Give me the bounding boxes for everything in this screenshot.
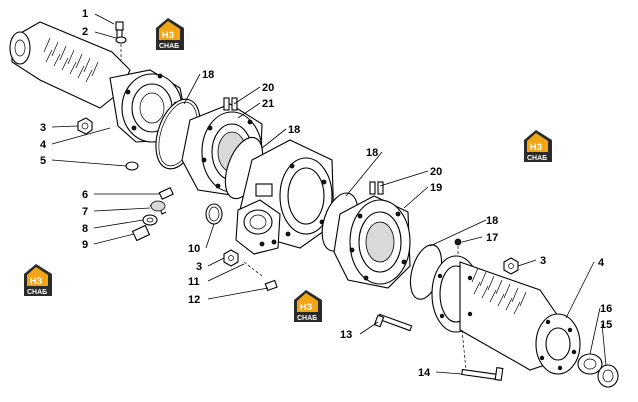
logo-text: СНАБ	[159, 43, 179, 50]
seal-15	[597, 364, 619, 388]
leader-lines	[51, 13, 607, 375]
logo-text: СНАБ	[27, 289, 47, 296]
logo-initials: НЗ	[162, 30, 174, 40]
callout-5: 5	[40, 155, 46, 167]
callout-18-c: 18	[366, 147, 378, 159]
callout-12: 12	[188, 294, 200, 306]
spring-7	[149, 200, 167, 215]
plug-5	[125, 161, 139, 171]
callout-3-lower: 3	[196, 261, 202, 273]
logo-initials: НЗ	[530, 142, 542, 152]
seal-10	[205, 203, 223, 225]
stud-11	[243, 261, 263, 277]
fitting-6	[158, 187, 174, 200]
logo-initials: НЗ	[30, 276, 42, 286]
callout-8: 8	[82, 223, 88, 235]
callout-18-d: 18	[486, 215, 498, 227]
callout-11: 11	[188, 276, 200, 288]
callout-19: 19	[430, 182, 442, 194]
bushing-16	[577, 353, 603, 375]
callout-18-a: 18	[202, 69, 214, 81]
bolt-1	[115, 21, 124, 39]
callout-17: 17	[486, 232, 498, 244]
pin-12	[264, 279, 278, 292]
carrier-ring-right	[333, 181, 411, 289]
plug-9	[131, 224, 151, 242]
callout-numbers: 1 2 3 4 5 6 7 8 9 10 3 11 12 13 14 18 20…	[40, 8, 612, 379]
callout-1: 1	[82, 8, 88, 20]
right-axle-housing	[431, 255, 581, 375]
callout-4-right: 4	[598, 257, 605, 269]
callout-16: 16	[600, 303, 612, 315]
bolt-14	[461, 329, 504, 381]
callout-18-b: 18	[288, 124, 300, 136]
logo-text: СНАБ	[297, 315, 317, 322]
callout-14: 14	[418, 367, 431, 379]
callout-6: 6	[82, 189, 88, 201]
callout-20-a: 20	[262, 82, 274, 94]
callout-3-right: 3	[540, 255, 546, 267]
callout-9: 9	[82, 239, 88, 251]
logo-watermark-left: НЗ СНАБ	[24, 264, 52, 296]
callout-15: 15	[600, 319, 612, 331]
callout-3-upper: 3	[40, 122, 46, 134]
central-housing	[235, 139, 335, 255]
logo-text: СНАБ	[527, 155, 547, 162]
logo-initials: НЗ	[300, 302, 312, 312]
callout-7: 7	[82, 206, 88, 218]
washer-8	[142, 214, 158, 226]
callout-21: 21	[262, 98, 274, 110]
bolt-13	[373, 313, 413, 332]
logo-watermark-center: НЗ СНАБ	[294, 290, 322, 322]
nut-3-upper	[77, 117, 93, 135]
nut-3-lower	[223, 249, 239, 267]
washer-2	[115, 36, 127, 60]
callout-2: 2	[82, 26, 88, 38]
callout-4-left: 4	[40, 139, 47, 151]
logo-watermark-right: НЗ СНАБ	[524, 130, 552, 162]
nut-3-right	[503, 257, 519, 275]
callout-20-b: 20	[430, 166, 442, 178]
callout-13: 13	[340, 329, 352, 341]
callout-10: 10	[188, 243, 200, 255]
logo-watermark-top: НЗ СНАБ	[156, 18, 184, 50]
